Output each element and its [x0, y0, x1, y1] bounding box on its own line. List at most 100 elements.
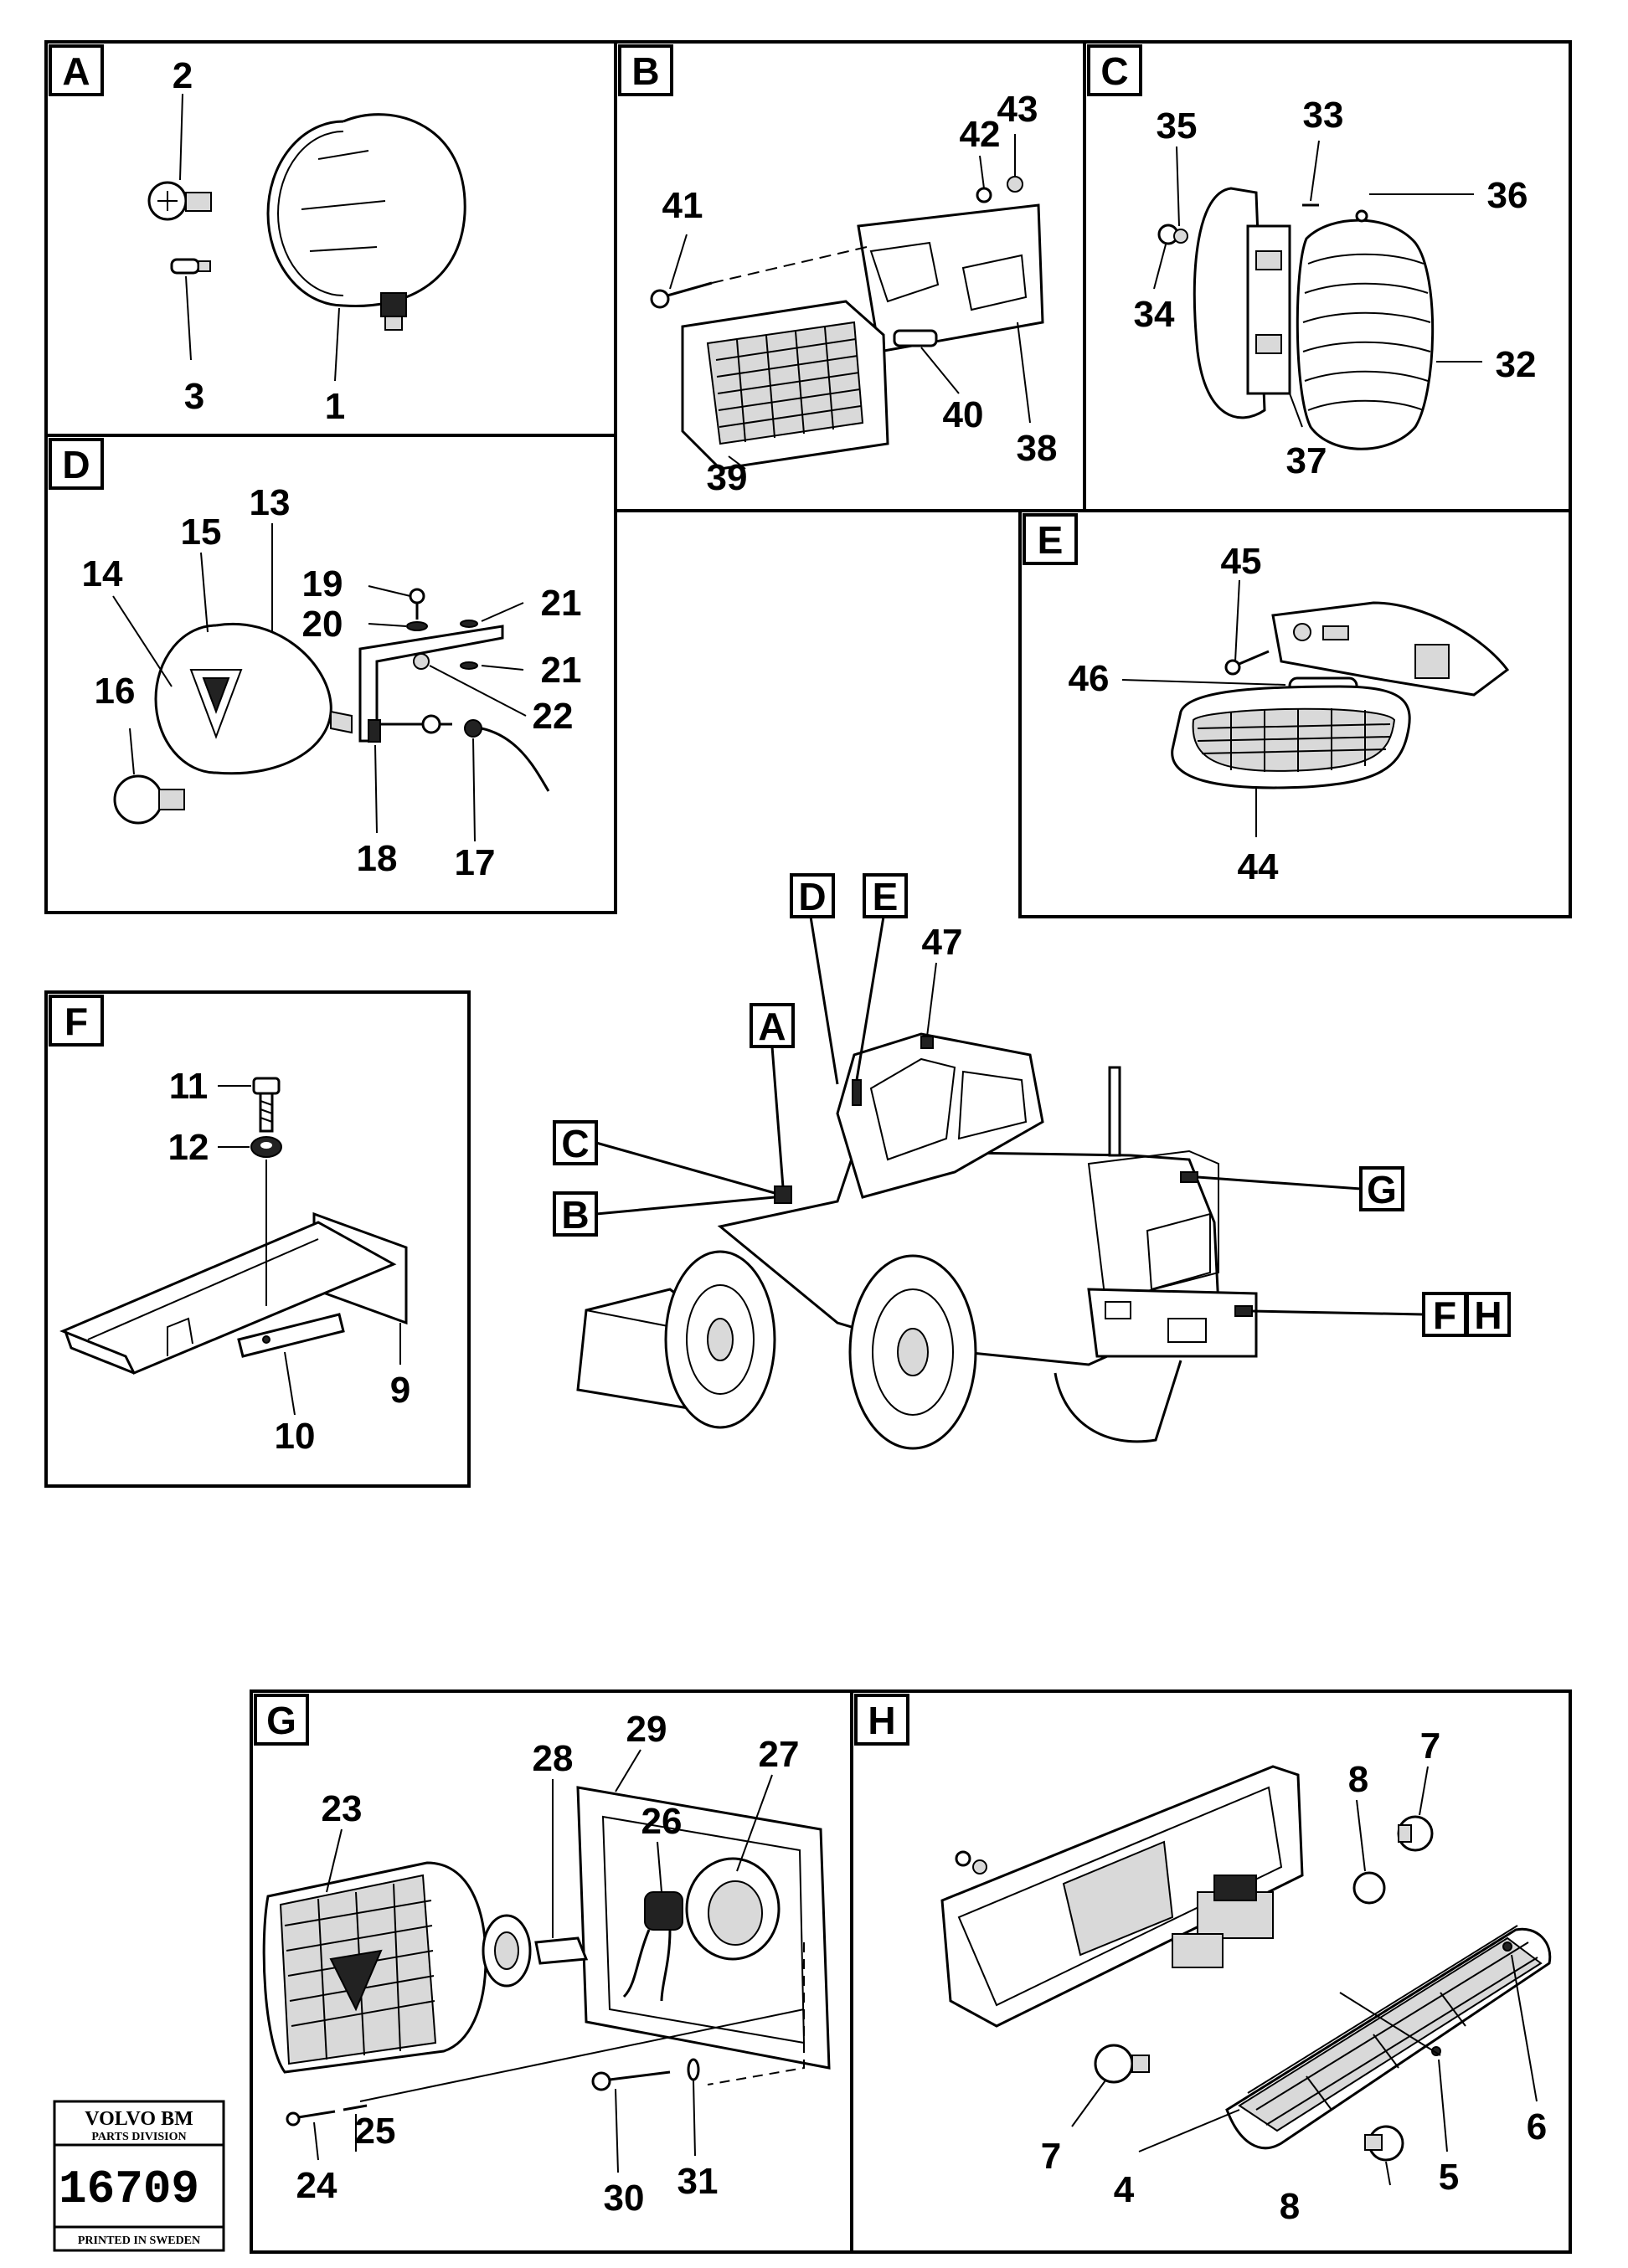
bulb-7-lower: [1094, 2044, 1134, 2084]
callout-27: 27: [759, 1734, 800, 1775]
callout-21b: 21: [541, 650, 582, 691]
callout-5: 5: [1439, 2157, 1459, 2198]
callout-23: 23: [322, 1788, 363, 1829]
tag-f-label: F: [1433, 1293, 1456, 1337]
callout-14: 14: [82, 553, 123, 594]
panel-e-tag: E: [1023, 513, 1078, 565]
callout-32: 32: [1496, 344, 1537, 385]
lamp-bracket: [857, 203, 1044, 353]
panel-b-drawing: 43 42 41 40 38 39: [650, 89, 1058, 498]
tag-c-label: C: [561, 1122, 589, 1165]
panel-d-drawing: 13 15 14 16 19 20 21 21 22 18 17: [82, 482, 582, 883]
tag-b-label: B: [561, 1193, 589, 1237]
stamp-division: PARTS DIVISION: [91, 2131, 186, 2143]
callout-34: 34: [1134, 294, 1175, 335]
panel-h-frame: [850, 1689, 1572, 2254]
callout-35: 35: [1157, 105, 1198, 147]
panel-c-drawing: 35 33 36 34 32 37: [1134, 95, 1537, 481]
panel-f-tag: F: [49, 995, 104, 1047]
callout-43: 43: [997, 89, 1038, 130]
tag-c: C: [553, 1120, 598, 1165]
tag-g-label: G: [1367, 1168, 1397, 1211]
panel-b-label: B: [631, 49, 659, 93]
panel-f-label: F: [64, 1000, 88, 1043]
callout-1: 1: [325, 386, 345, 427]
stamp-brand: VOLVO BM: [85, 2108, 193, 2130]
panel-e-drawing: 45 46 44: [1069, 541, 1510, 887]
callout-31: 31: [677, 2161, 719, 2202]
callout-13: 13: [250, 482, 291, 523]
bulb-small: [170, 258, 200, 275]
festoon-bulb: [893, 329, 938, 347]
callout-30: 30: [604, 2178, 645, 2219]
callout-26: 26: [641, 1801, 683, 1842]
bolt: [252, 1077, 281, 1095]
panel-a-label: A: [62, 49, 90, 93]
callout-28: 28: [533, 1738, 574, 1779]
callout-38: 38: [1017, 428, 1058, 469]
callout-39: 39: [707, 457, 748, 498]
stamp-number: 16709: [59, 2163, 199, 2216]
panel-g-label: G: [266, 1699, 296, 1742]
stamp-footer: PRINTED IN SWEDEN: [78, 2235, 200, 2247]
callout-18: 18: [357, 838, 398, 879]
tag-f: F: [1422, 1292, 1467, 1337]
panel-a-drawing: 2 3 1: [147, 55, 466, 427]
panel-g-drawing: 23 28 29 27 26 25 24 30 31: [262, 1709, 831, 2219]
callout-33: 33: [1303, 95, 1344, 136]
callout-11: 11: [169, 1066, 209, 1107]
mounting-rail: [59, 1221, 397, 1375]
callout-36: 36: [1487, 175, 1528, 216]
connector: [644, 1891, 683, 1931]
callout-8-upper: 8: [1348, 1759, 1368, 1800]
panel-f-frame: [44, 990, 471, 1488]
callout-3: 3: [184, 376, 204, 417]
callout-16: 16: [95, 671, 136, 712]
callout-7-upper: 7: [1420, 1725, 1440, 1767]
tag-d-label: D: [798, 875, 826, 918]
callout-44: 44: [1238, 846, 1279, 887]
callout-41: 41: [662, 185, 703, 226]
nut-plate: [237, 1313, 345, 1358]
panel-c-tag: C: [1087, 44, 1142, 96]
panel-e-frame: [1018, 509, 1572, 918]
lamp-housing: [343, 113, 466, 308]
headlamp-housing: [215, 622, 332, 775]
callout-2: 2: [173, 55, 193, 96]
loader-cab: [836, 1032, 1044, 1199]
panel-h-tag: H: [854, 1694, 909, 1746]
wheel-loader-overview: D E A C B G F H: [553, 873, 1511, 1450]
tag-h: H: [1466, 1292, 1511, 1337]
panel-h-drawing: 7 8 7 4 5 6 8: [940, 1725, 1552, 2227]
callout-7-lower: 7: [1041, 2136, 1061, 2177]
callout-20: 20: [302, 604, 343, 645]
panel-c-label: C: [1100, 49, 1128, 93]
callout-45: 45: [1221, 541, 1262, 582]
tag-a: A: [750, 1003, 795, 1048]
callout-4: 4: [1114, 2169, 1135, 2210]
panel-h-label: H: [868, 1699, 895, 1742]
tag-g: G: [1359, 1166, 1404, 1211]
callout-25: 25: [355, 2111, 396, 2152]
panel-d-label: D: [62, 443, 90, 486]
tag-e-label: E: [873, 875, 899, 918]
front-wheel: [664, 1250, 776, 1429]
panel-e-label: E: [1038, 518, 1064, 562]
callout-6: 6: [1527, 2106, 1547, 2147]
headlamp-bracket: [358, 625, 504, 743]
rear-wheel: [848, 1254, 977, 1450]
callout-19: 19: [302, 563, 343, 604]
tag-h-label: H: [1474, 1293, 1502, 1337]
callout-46: 46: [1069, 658, 1110, 699]
callout-29: 29: [626, 1709, 667, 1750]
callout-8-lower: 8: [1280, 2186, 1300, 2227]
callout-42: 42: [960, 114, 1001, 155]
headlamp-bulb: [113, 774, 163, 825]
callout-47: 47: [922, 922, 963, 963]
panel-g-tag: G: [254, 1694, 309, 1746]
panel-d-frame: [44, 434, 617, 914]
volvo-bm-stamp: VOLVO BM PARTS DIVISION 16709 PRINTED IN…: [53, 2100, 225, 2252]
tag-e: E: [863, 873, 908, 918]
callout-21a: 21: [541, 583, 582, 624]
